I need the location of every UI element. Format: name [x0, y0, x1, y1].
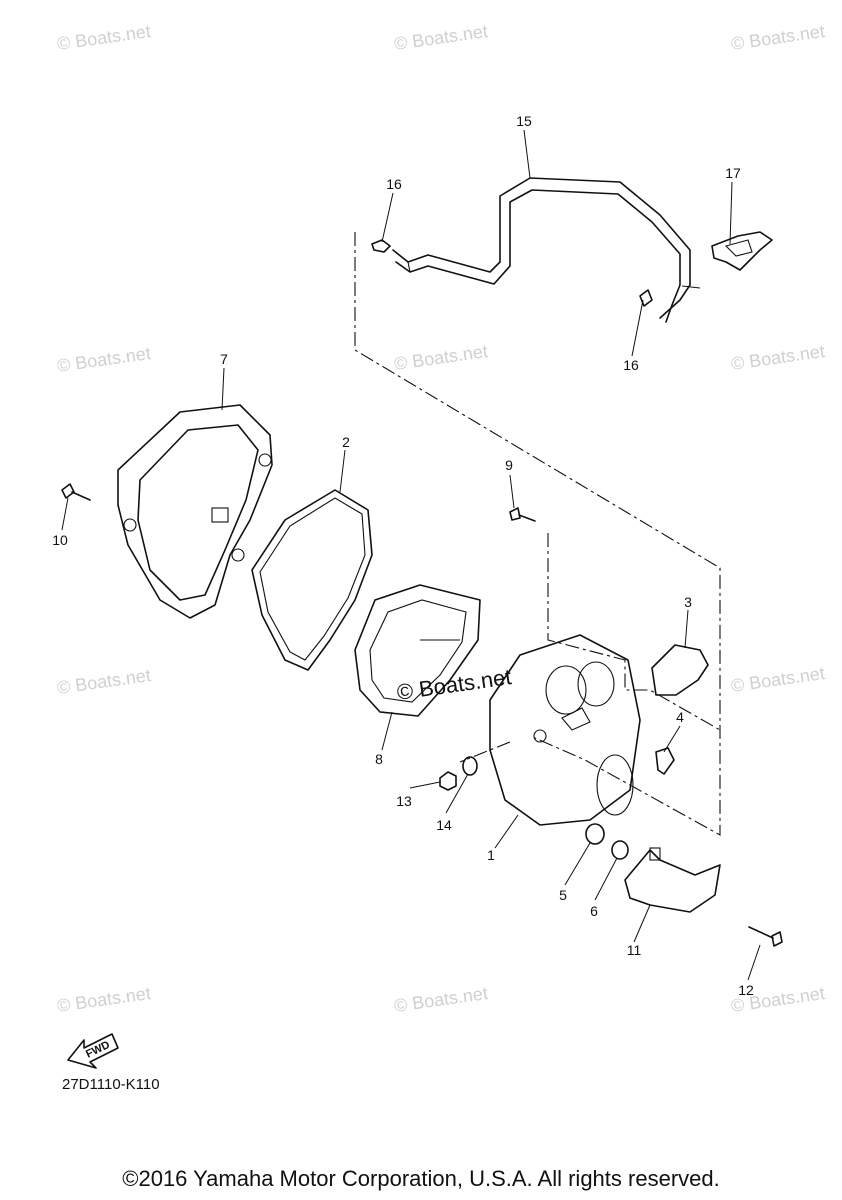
watermark: © Boats.net	[56, 983, 152, 1016]
callout-14: 14	[436, 817, 452, 833]
fasteners	[61, 483, 783, 947]
watermark: © Boats.net	[56, 343, 152, 376]
callout-10: 10	[52, 532, 68, 548]
fwd-arrow-icon: FWD	[67, 1033, 119, 1069]
callout-8: 8	[375, 751, 383, 767]
callout-3: 3	[684, 594, 692, 610]
gasket	[251, 489, 373, 671]
callout-5: 5	[559, 887, 567, 903]
callout-4: 4	[676, 709, 684, 725]
assembly-boundary	[354, 232, 721, 836]
watermark: © Boats.net	[393, 341, 489, 374]
leader-lines	[61, 129, 761, 981]
callout-7: 7	[220, 351, 228, 367]
breather-hose	[392, 177, 701, 323]
watermark: © Boats.net	[56, 665, 152, 698]
callout-6: 6	[590, 903, 598, 919]
callout-2: 2	[342, 434, 350, 450]
watermark: © Boats.net	[393, 21, 489, 54]
joint-clip	[655, 747, 675, 775]
filter-case-cover	[117, 404, 273, 619]
callout-15: 15	[516, 113, 532, 129]
hose-holder	[711, 231, 773, 271]
callout-9: 9	[505, 457, 513, 473]
diagram-code: 27D1110-K110	[62, 1076, 160, 1093]
bracket	[624, 847, 721, 913]
callout-13: 13	[396, 793, 412, 809]
callout-16: 16	[623, 357, 639, 373]
callout-12: 12	[738, 982, 754, 998]
watermark: © Boats.net	[730, 341, 826, 374]
watermark-layer: © Boats.net © Boats.net © Boats.net © Bo…	[56, 21, 826, 1016]
watermark: © Boats.net	[730, 21, 826, 54]
callouts: 15 16 17 16 7 2 10 9 3 4 8 13 14 1 5 6 1…	[52, 113, 754, 998]
callout-16: 16	[386, 176, 402, 192]
callout-1: 1	[487, 847, 495, 863]
watermark: © Boats.net	[393, 983, 489, 1016]
filter-element	[354, 584, 481, 717]
callout-17: 17	[725, 165, 741, 181]
watermark: © Boats.net	[56, 21, 152, 54]
callout-11: 11	[627, 942, 642, 958]
watermark-center: © Boats.net	[395, 664, 513, 705]
hose-clip	[371, 239, 653, 307]
copyright-notice: ©2016 Yamaha Motor Corporation, U.S.A. A…	[122, 1166, 720, 1191]
watermark: © Boats.net	[730, 663, 826, 696]
filter-case	[489, 634, 641, 826]
o-ring	[651, 644, 709, 696]
